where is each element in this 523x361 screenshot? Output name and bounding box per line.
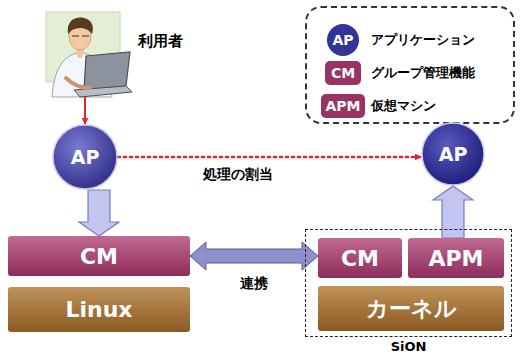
legend-text: グループ管理機能 bbox=[371, 64, 475, 82]
block-arrow bbox=[79, 190, 119, 236]
block-arrow bbox=[190, 242, 318, 270]
application-circle: AP bbox=[52, 124, 118, 190]
legend-row: APM 仮想マシン bbox=[307, 90, 513, 122]
laptop-lid bbox=[84, 52, 130, 90]
node-label: Linux bbox=[65, 297, 132, 322]
legend-row: AP アプリケーション bbox=[307, 24, 513, 56]
block-arrow bbox=[433, 186, 473, 238]
arrow-line bbox=[84, 97, 86, 124]
module-band: CM bbox=[318, 238, 402, 278]
module-band: APM bbox=[408, 238, 504, 278]
user-label: 利用者 bbox=[138, 32, 183, 51]
node-label: AP bbox=[71, 146, 100, 168]
legend-row: CM グループ管理機能 bbox=[307, 57, 513, 89]
node-label: カーネル bbox=[366, 294, 457, 324]
application-circle: AP bbox=[421, 122, 485, 186]
arm bbox=[66, 78, 90, 88]
connector-label: 処理の割当 bbox=[200, 166, 276, 184]
legend-symbol-label: AP bbox=[332, 32, 353, 48]
glasses bbox=[72, 35, 89, 36]
legend-circle: AP bbox=[327, 24, 359, 56]
legend-symbol-label: APM bbox=[325, 98, 360, 114]
system-group: SiONCMAPMカーネル bbox=[305, 229, 512, 337]
legend-band: APM bbox=[321, 94, 365, 118]
group-title: SiON bbox=[306, 339, 511, 354]
legend-band: CM bbox=[325, 61, 361, 85]
user-figure: 利用者 bbox=[38, 10, 188, 97]
os-band: Linux bbox=[8, 287, 190, 332]
legend-symbol-label: CM bbox=[331, 65, 355, 81]
node-label: APM bbox=[428, 246, 483, 271]
node-label: AP bbox=[439, 143, 468, 165]
node-label: CM bbox=[341, 246, 379, 271]
legend-text: 仮想マシン bbox=[371, 97, 436, 115]
legend-box: AP アプリケーション CM グループ管理機能 APM 仮想マシン bbox=[305, 6, 515, 124]
connector-label: 連携 bbox=[237, 275, 271, 293]
module-band: CM bbox=[8, 236, 190, 276]
neck bbox=[76, 50, 84, 58]
os-band: カーネル bbox=[318, 286, 504, 331]
arrow-line bbox=[118, 156, 421, 159]
hair bbox=[68, 18, 93, 34]
node-label: CM bbox=[80, 244, 118, 269]
legend-text: アプリケーション bbox=[371, 31, 475, 49]
